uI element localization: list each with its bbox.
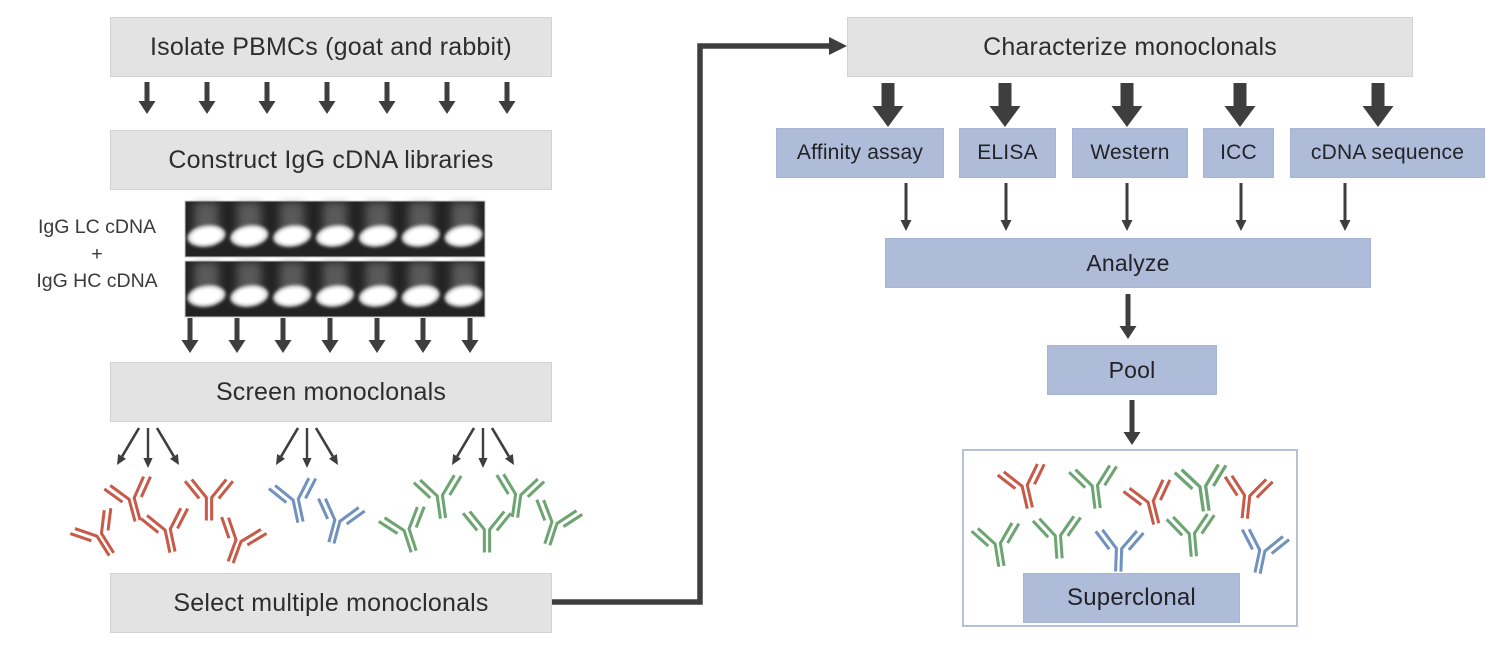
antibody-green-icon <box>535 499 584 546</box>
assay-box-cdna-sequence: cDNA sequence <box>1290 128 1485 178</box>
gel-caption-line2: IgG HC cDNA <box>36 270 158 292</box>
fan-arrow-icon <box>490 427 514 465</box>
assay-box-affinity: Affinity assay <box>776 128 944 178</box>
down-arrow-icon <box>274 318 292 353</box>
assay-box-western: Western <box>1072 128 1188 178</box>
fan-arrow-icon <box>117 427 141 465</box>
superclonal-label: Superclonal <box>1023 573 1240 623</box>
thick-down-arrow-icon <box>1111 83 1143 127</box>
assay-box-elisa: ELISA <box>959 128 1056 178</box>
antibody-red-icon <box>220 516 268 564</box>
flow-connector-arrow <box>552 37 847 605</box>
down-arrow-icon <box>1235 183 1247 231</box>
antibody-green-icon <box>495 473 546 518</box>
antibody-red-icon <box>69 508 115 557</box>
box-pool: Pool <box>1047 345 1217 395</box>
down-arrow-icon <box>1123 400 1141 445</box>
down-arrow-icon <box>138 82 156 114</box>
fan-arrow-icon <box>155 427 179 465</box>
down-arrow-icon <box>1119 294 1137 339</box>
gel-caption-plus: + <box>91 243 103 265</box>
antibody-blue-icon <box>1094 528 1145 572</box>
down-arrow-icon <box>368 318 386 353</box>
antibody-green-icon <box>1173 463 1228 512</box>
down-arrow-icon <box>302 428 312 468</box>
antibody-green-icon <box>1031 515 1082 559</box>
box-analyze: Analyze <box>885 238 1371 288</box>
antibody-red-icon <box>139 507 190 553</box>
thick-down-arrow-icon <box>989 83 1021 127</box>
antibody-red-icon <box>1122 479 1172 525</box>
down-arrow-icon <box>478 428 488 468</box>
down-arrow-icon <box>900 183 912 231</box>
thick-down-arrow-icon <box>872 83 904 127</box>
antibody-red-icon <box>183 478 235 521</box>
gel-caption: IgG LC cDNA + IgG HC cDNA <box>18 214 176 295</box>
thick-down-arrow-icon <box>1362 83 1394 127</box>
antibody-red-icon <box>996 463 1046 509</box>
down-arrow-icon <box>461 318 479 353</box>
down-arrow-icon <box>414 318 432 353</box>
assay-box-icc: ICC <box>1203 128 1274 178</box>
antibody-red-icon <box>1223 474 1274 519</box>
down-arrow-icon <box>181 318 199 353</box>
fan-arrow-icon <box>452 427 476 465</box>
down-arrow-icon <box>498 82 516 114</box>
box-construct-libraries: Construct IgG cDNA libraries <box>110 130 552 190</box>
antibody-blue-icon <box>317 497 366 544</box>
antibody-green-icon <box>461 510 513 553</box>
down-arrow-icon <box>143 428 153 468</box>
down-arrow-icon <box>318 82 336 114</box>
down-arrow-icon <box>1339 183 1351 231</box>
down-arrow-icon <box>1000 183 1012 231</box>
gel-image <box>184 200 486 258</box>
thick-down-arrow-icon <box>1224 83 1256 127</box>
antibody-green-icon <box>412 474 463 519</box>
antibody-green-icon <box>970 522 1021 567</box>
down-arrow-icon <box>378 82 396 114</box>
down-arrow-icon <box>198 82 216 114</box>
down-arrow-icon <box>258 82 276 114</box>
antibody-green-icon <box>1068 464 1118 509</box>
antibody-green-icon <box>1165 513 1216 557</box>
box-characterize-monoclonals: Characterize monoclonals <box>847 17 1413 77</box>
gel-caption-line1: IgG LC cDNA <box>37 216 157 238</box>
down-arrow-icon <box>438 82 456 114</box>
antibody-blue-icon <box>1240 528 1291 574</box>
fan-arrow-icon <box>314 427 338 465</box>
antibody-blue-icon <box>267 477 318 523</box>
down-arrow-icon <box>228 318 246 353</box>
gel-image <box>184 260 486 318</box>
antibody-green-icon <box>377 506 426 553</box>
box-screen-monoclonals: Screen monoclonals <box>110 362 552 422</box>
down-arrow-icon <box>321 318 339 353</box>
fan-arrow-icon <box>276 427 300 465</box>
box-select-monoclonals: Select multiple monoclonals <box>110 573 552 633</box>
antibody-red-icon <box>103 475 152 522</box>
down-arrow-icon <box>1121 183 1133 231</box>
box-isolate-pbmcs: Isolate PBMCs (goat and rabbit) <box>110 17 552 77</box>
